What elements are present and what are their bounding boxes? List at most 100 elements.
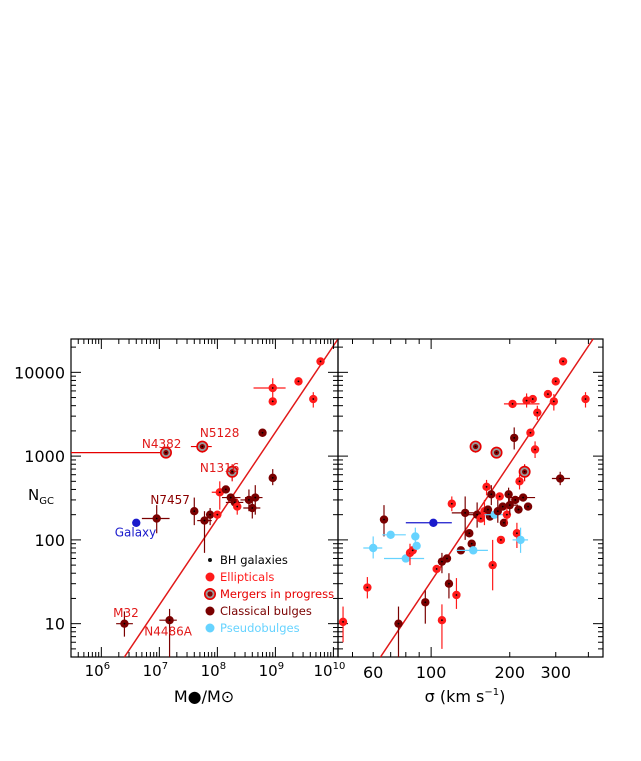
data-point (500, 496, 518, 515)
x-tick-label: 100 (416, 663, 447, 682)
left-xlabel: M●/M⊙ (174, 687, 234, 706)
data-point (452, 578, 461, 609)
data-point (498, 502, 507, 511)
data-point (523, 502, 533, 511)
data-point (512, 522, 522, 549)
data-point (190, 440, 212, 453)
svg-text:Classical bulges: Classical bulges (220, 604, 312, 618)
data-point (509, 493, 536, 502)
legend-entry: Pseudobulges (205, 621, 300, 635)
data-point (205, 508, 215, 526)
x-tick-label: 108 (201, 661, 226, 680)
right-fit-line (379, 338, 594, 658)
data-point (581, 392, 590, 408)
data-point (338, 606, 348, 643)
point-annotation: N5128 (200, 426, 240, 440)
data-point (294, 377, 303, 386)
data-point (226, 464, 239, 482)
svg-text:Mergers in progress: Mergers in progress (220, 587, 334, 601)
data-point (243, 495, 261, 519)
data-point (482, 479, 491, 496)
data-point (382, 530, 406, 540)
data-point (551, 377, 560, 386)
data-point (496, 535, 506, 545)
data-point (437, 604, 447, 649)
legend-entry: Ellipticals (205, 570, 274, 584)
panel-right-frame (337, 338, 604, 658)
data-point (421, 590, 430, 624)
data-point (71, 446, 172, 459)
data-point (518, 464, 531, 482)
svg-text:Ellipticals: Ellipticals (220, 570, 274, 584)
y-tick-label: 10000 (14, 363, 65, 382)
x-tick-label: 107 (143, 661, 168, 680)
data-point (512, 527, 529, 553)
point-annotation: N4486A (144, 625, 193, 639)
svg-text:BH galaxies: BH galaxies (220, 553, 288, 567)
data-point (487, 485, 496, 506)
data-point (442, 554, 452, 563)
y-tick-label: 100 (34, 531, 65, 550)
data-point (159, 608, 177, 657)
y-tick-label: 1000 (24, 447, 65, 466)
data-point (316, 357, 325, 366)
x-tick-label: 106 (85, 661, 110, 680)
data-point (467, 539, 476, 548)
left-points (71, 357, 325, 657)
left-ylabel: NGC (28, 486, 54, 507)
legend-entry: Mergers in progress (204, 587, 334, 601)
data-point (432, 564, 441, 574)
point-annotation: N1316 (200, 461, 240, 475)
data-point (258, 428, 267, 437)
data-point (190, 497, 199, 526)
data-point (465, 529, 474, 538)
point-annotation: M32 (113, 606, 139, 620)
right-xlabel: σ (km s−1) (425, 687, 506, 706)
svg-text:Pseudobulges: Pseudobulges (220, 621, 300, 635)
data-point (530, 441, 540, 458)
data-point (268, 469, 277, 486)
data-point (447, 496, 457, 512)
data-point (504, 487, 513, 503)
data-point (197, 511, 212, 553)
data-point (405, 518, 452, 527)
x-tick-label: 200 (494, 663, 525, 682)
data-point (233, 498, 242, 515)
point-annotation: N7457 (150, 493, 190, 507)
data-point (495, 492, 504, 501)
data-point (514, 505, 523, 514)
data-point (499, 518, 509, 527)
legend-entry: BH galaxies (208, 553, 288, 567)
data-point (549, 394, 559, 411)
x-tick-label: 109 (259, 661, 284, 680)
data-point (309, 392, 318, 408)
data-point (268, 397, 277, 406)
data-point (141, 505, 170, 534)
data-point (469, 440, 482, 453)
legend-entry: Classical bulges (205, 604, 312, 618)
data-point (515, 474, 524, 490)
data-point (476, 514, 486, 523)
data-point (502, 505, 512, 526)
data-point (456, 546, 488, 555)
data-point (116, 611, 133, 637)
data-point (551, 471, 570, 486)
x-tick-label: 1010 (313, 661, 345, 680)
data-point (488, 539, 497, 591)
point-annotation: N4382 (142, 437, 182, 451)
data-point (394, 606, 403, 657)
data-point (558, 357, 568, 366)
data-point (383, 554, 425, 563)
data-point (363, 577, 372, 599)
point-annotation: Galaxy (115, 525, 157, 539)
x-tick-label: 300 (540, 663, 571, 682)
data-point (543, 389, 553, 399)
data-point (379, 505, 389, 537)
data-point (132, 518, 141, 527)
data-point (503, 399, 540, 409)
